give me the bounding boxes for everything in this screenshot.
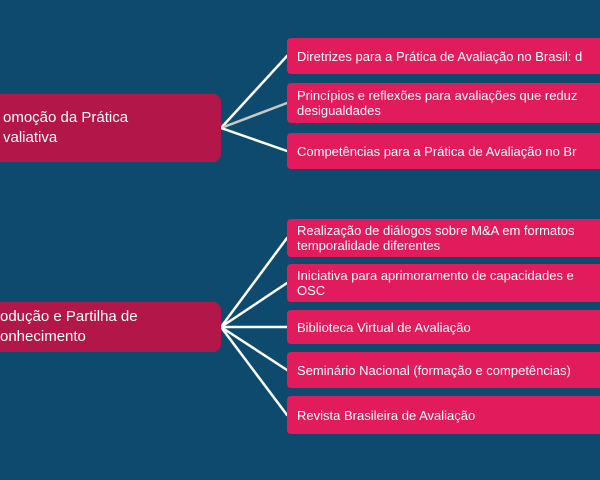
connector-line [219, 281, 289, 329]
connector-line [219, 101, 289, 130]
leaf-node-iniciativa-capacidades: Iniciativa para aprimoramento de capacid… [287, 264, 600, 302]
leaf-node-dialogos-ma: Realização de diálogos sobre M&A em form… [287, 219, 600, 257]
connector-line [219, 126, 289, 153]
leaf-node-principios: Princípios e reflexões para avaliações q… [287, 83, 600, 123]
leaf-label-line-2: OSC [297, 283, 326, 298]
leaf-label-line-2: desigualdades [297, 103, 381, 118]
leaf-label-line-1: Seminário Nacional (formação e competênc… [297, 362, 571, 378]
root-node-promocao-pratica-avaliativa: omoção da Prática valiativa [0, 94, 221, 162]
root-label-line-1: odução e Partilha de [0, 308, 138, 325]
root-node-producao-partilha-conhecimento: odução e Partilha de onhecimento [0, 302, 221, 352]
leaf-node-competencias: Competências para a Prática de Avaliação… [287, 133, 600, 169]
root-label-line-1: omoção da Prática [3, 109, 129, 126]
leaf-node-biblioteca-virtual: Biblioteca Virtual de Avaliação [287, 310, 600, 344]
leaf-label-line-1: Revista Brasileira de Avaliação [297, 407, 476, 423]
connector-line [219, 236, 289, 329]
root-label-line-2: onhecimento [0, 328, 86, 345]
connector-line [219, 325, 289, 417]
root-label-line-2: valiativa [3, 129, 58, 146]
leaf-label-line-2: temporalidade diferentes [297, 238, 441, 253]
leaf-label-line-1: Princípios e reflexões para avaliações q… [297, 88, 578, 103]
leaf-label-line-1: Biblioteca Virtual de Avaliação [297, 319, 471, 335]
leaf-node-revista-brasileira: Revista Brasileira de Avaliação [287, 396, 600, 434]
leaf-label-line-1: Diretrizes para a Prática de Avaliação n… [297, 48, 583, 64]
leaf-label-line-1: Realização de diálogos sobre M&A em form… [297, 223, 575, 238]
leaf-node-seminario-nacional: Seminário Nacional (formação e competênc… [287, 352, 600, 388]
connector-line [219, 54, 289, 130]
leaf-label-line-1: Competências para a Prática de Avaliação… [297, 143, 577, 159]
leaf-node-diretrizes: Diretrizes para a Prática de Avaliação n… [287, 38, 600, 74]
leaf-label-line-1: Iniciativa para aprimoramento de capacid… [297, 268, 574, 283]
connector-line [219, 325, 289, 372]
